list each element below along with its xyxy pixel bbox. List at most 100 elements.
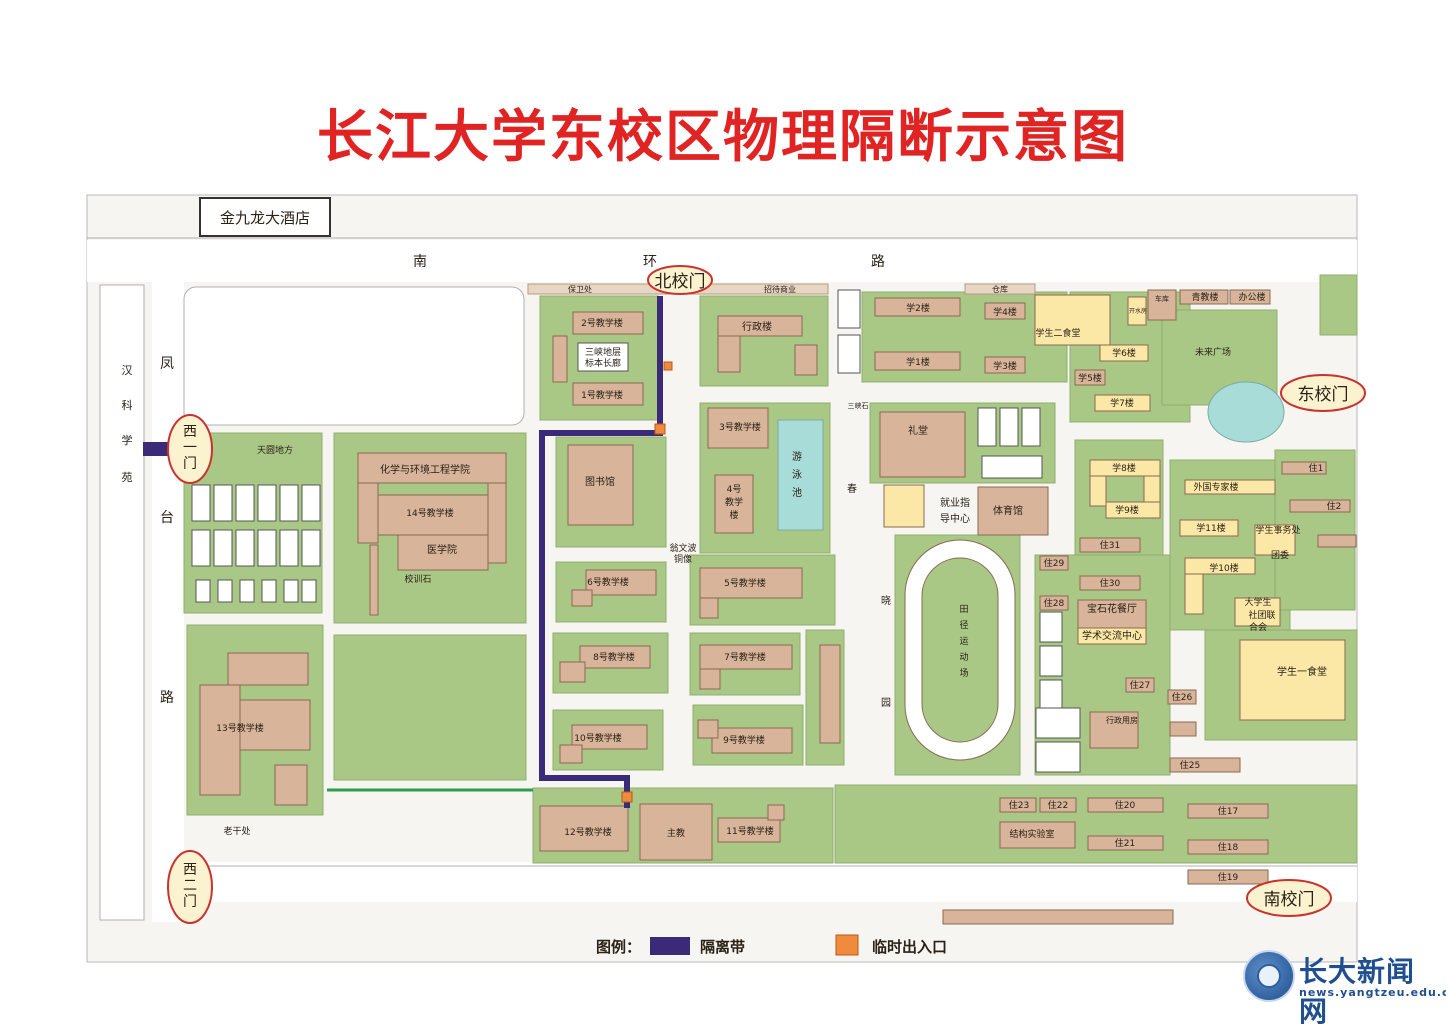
z28-bldg xyxy=(1039,595,1069,611)
campus-map: 金九龙大酒店 保卫处 招待商业 仓库 xyxy=(86,194,1366,963)
b12-teach xyxy=(539,805,629,852)
road-fengtai-1: 凤 xyxy=(160,356,174,372)
court-w17 xyxy=(283,579,299,603)
b5-teach xyxy=(699,567,803,599)
label-main: 主教 xyxy=(667,827,685,839)
med xyxy=(397,534,489,571)
label-x8: 学8楼 xyxy=(1112,462,1136,474)
label-track-2: 径 xyxy=(959,619,968,631)
label-restaurant: 宝石花餐厅 xyxy=(1087,602,1137,615)
label-b8: 8号教学楼 xyxy=(593,651,635,663)
warehouse-strip xyxy=(964,283,1036,295)
z29-bldg xyxy=(1039,555,1069,571)
label-z19: 住19 xyxy=(1218,871,1239,883)
label-med: 医学院 xyxy=(427,543,457,556)
label-laogan: 老干处 xyxy=(223,825,250,837)
court-w5 xyxy=(279,484,299,522)
green-east-corner xyxy=(1319,274,1358,336)
label-pool-2: 泳 xyxy=(792,469,802,481)
west-gate-2[interactable] xyxy=(167,850,213,924)
chunxiao-bldg xyxy=(819,644,841,744)
b9-wing xyxy=(697,719,719,739)
label-xiao: 晓 xyxy=(881,595,891,607)
b2-teach xyxy=(572,311,644,335)
label-b5: 5号教学楼 xyxy=(724,577,766,589)
east-gate-label: 东校门 xyxy=(1298,385,1349,405)
canteen1 xyxy=(1239,639,1346,721)
guard-label: 保卫处 xyxy=(568,284,592,294)
label-library: 图书馆 xyxy=(585,475,615,488)
x6 xyxy=(1099,344,1149,362)
fengtai-road xyxy=(152,282,184,922)
label-b4-1: 4号 xyxy=(727,484,742,495)
legend-entrance-swatch xyxy=(835,934,859,956)
b4-teach xyxy=(714,474,754,534)
label-lab: 结构实验室 xyxy=(1009,828,1054,840)
z25-bldg xyxy=(1169,757,1241,773)
court-w3 xyxy=(235,484,255,522)
label-admin-house: 行政用房 xyxy=(1106,715,1138,725)
court-w14 xyxy=(217,579,233,603)
b13-west xyxy=(199,684,241,796)
water xyxy=(1127,296,1147,326)
north-gate[interactable] xyxy=(647,265,713,295)
label-canteen1: 学生一食堂 xyxy=(1277,665,1327,678)
z18-bldg xyxy=(1187,839,1269,855)
canteen2 xyxy=(1034,294,1111,346)
buildings xyxy=(199,289,1357,925)
z-south-1 xyxy=(942,909,1174,925)
south-gate[interactable] xyxy=(1246,879,1332,917)
office xyxy=(1229,289,1271,305)
green-center xyxy=(333,634,527,781)
court-s3 xyxy=(1039,679,1063,711)
watermark-url: news.yangtzeu.edu.cn xyxy=(1299,986,1446,999)
label-x10: 学10楼 xyxy=(1209,562,1238,574)
career xyxy=(883,484,925,528)
label-b7: 7号教学楼 xyxy=(724,651,766,663)
b6-wing xyxy=(571,589,593,607)
label-pool-1: 游 xyxy=(792,450,802,463)
legend-barrier-label: 隔离带 xyxy=(700,938,745,956)
road-fengtai-3: 路 xyxy=(160,690,174,706)
label-statue-2: 铜像 xyxy=(674,553,692,565)
hanke-2: 科 xyxy=(122,398,133,412)
court-w2 xyxy=(213,484,233,522)
z19-bldg xyxy=(1187,869,1269,885)
court-w18 xyxy=(301,579,317,603)
barrier-west-gate xyxy=(143,442,175,456)
south-road xyxy=(184,862,1357,902)
union xyxy=(1234,597,1281,627)
x11 xyxy=(1179,519,1239,537)
b7-teach xyxy=(699,644,793,670)
label-z27: 住27 xyxy=(1130,679,1150,691)
hanke-4: 苑 xyxy=(122,471,133,484)
b9-teach xyxy=(711,727,793,754)
b1b2-wing xyxy=(552,335,568,383)
label-b14: 14号教学楼 xyxy=(406,507,453,519)
b13-east xyxy=(274,764,308,806)
label-track-1: 田 xyxy=(959,604,968,615)
north-gate-label: 北校门 xyxy=(655,272,706,292)
lab-bldg xyxy=(999,821,1076,849)
x2 xyxy=(874,297,961,317)
legend-entrance-label: 临时出入口 xyxy=(872,938,947,956)
label-b3: 3号教学楼 xyxy=(719,421,761,433)
court-n1 xyxy=(837,289,861,329)
court-w8 xyxy=(213,529,233,567)
z1-bldg xyxy=(1281,461,1327,475)
z2-bldg xyxy=(1289,499,1351,513)
court-w16 xyxy=(261,579,277,603)
label-admin: 行政楼 xyxy=(742,320,772,333)
court-s1 xyxy=(1039,611,1063,643)
label-youth: 青教楼 xyxy=(1191,291,1218,303)
entrance-1 xyxy=(654,423,666,435)
chem xyxy=(357,452,507,484)
x5 xyxy=(1074,369,1106,386)
east-gate[interactable] xyxy=(1280,374,1366,412)
b13-teach xyxy=(227,652,309,686)
x8 xyxy=(1089,459,1161,477)
b6-teach xyxy=(585,569,657,596)
b7-wing xyxy=(699,668,721,690)
label-track-4: 动 xyxy=(959,652,968,663)
west-gate-1[interactable] xyxy=(167,414,213,484)
